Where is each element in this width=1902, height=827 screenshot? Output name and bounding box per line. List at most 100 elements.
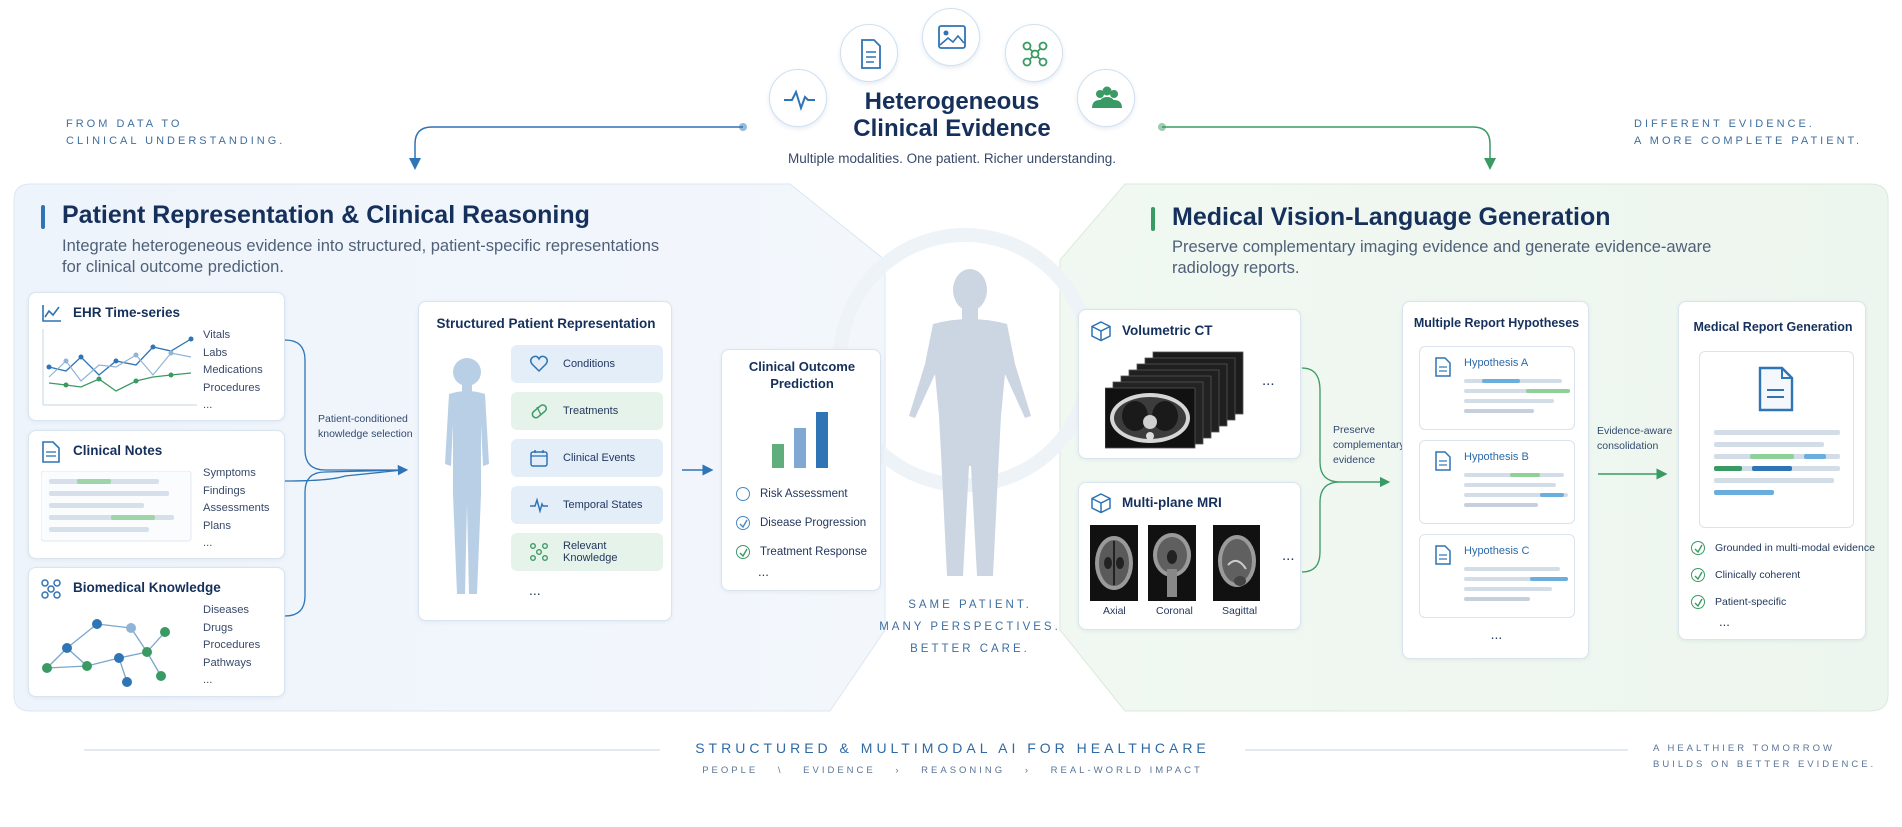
- center-line-3: BETTER CARE.: [910, 643, 1030, 655]
- risk-label: Risk Assessment: [760, 487, 848, 500]
- footer-separator: ›: [895, 765, 902, 776]
- ehr-title: EHR Time-series: [73, 305, 181, 320]
- footer-right-tagline: A HEALTHIER TOMORROW BUILDS ON BETTER EV…: [1653, 741, 1876, 773]
- cube-icon: [1091, 493, 1111, 514]
- title-line-2: Clinical Evidence: [853, 115, 1051, 142]
- network-icon: [1005, 24, 1063, 82]
- preserve-line-1: Preserve: [1333, 424, 1376, 436]
- report-document: [1699, 351, 1854, 528]
- notes-text-lines: [41, 471, 192, 542]
- clinical-notes-card: Clinical Notes Symptoms Findings Assessm…: [28, 430, 285, 559]
- notes-item: Findings: [203, 484, 246, 497]
- consolidation-line-1: Evidence-aware: [1597, 425, 1673, 437]
- coherent-label: Clinically coherent: [1715, 568, 1801, 581]
- center-line-1: SAME PATIENT.: [908, 599, 1032, 611]
- structured-representation-card: Structured Patient Representation Condit…: [418, 301, 672, 621]
- ehr-item: Vitals: [203, 329, 231, 341]
- ehr-item: Labs: [203, 346, 228, 359]
- structured-more: ...: [529, 582, 541, 598]
- biomedical-knowledge-title: Biomedical Knowledge: [73, 580, 221, 595]
- preserve-line-2: complementary: [1333, 439, 1405, 451]
- ct-slice-stack: [1105, 351, 1244, 449]
- right-tagline: DIFFERENT EVIDENCE. A MORE COMPLETE PATI…: [1634, 116, 1862, 150]
- selection-label-line-1: Patient-conditioned: [318, 413, 408, 425]
- consolidation-label: Evidence-aware consolidation: [1597, 424, 1672, 454]
- right-subtitle-line-2: radiology reports.: [1172, 259, 1300, 277]
- top-right-connector: [1162, 126, 1496, 170]
- mri-card: Multi-plane MRI Axial Coronal Sagittal .…: [1078, 482, 1301, 630]
- ehr-sparkline-chart: [42, 329, 197, 406]
- pill-icon: [531, 404, 548, 419]
- circle-icon: [736, 486, 750, 501]
- item-conditions: Conditions: [511, 345, 663, 383]
- relevant-knowledge-label: Relevant Knowledge: [563, 540, 618, 564]
- grounded-label: Grounded in multi-modal evidence: [1715, 541, 1875, 554]
- check-grounded: Grounded in multi-modal evidence: [1691, 534, 1875, 561]
- image-icon: [922, 8, 980, 66]
- note-icon: [42, 441, 60, 463]
- title-line-1: Heterogeneous: [864, 88, 1040, 115]
- left-subtitle-line-1: Integrate heterogeneous evidence into st…: [62, 237, 660, 255]
- left-panel-title: Patient Representation & Clinical Reason…: [62, 201, 590, 229]
- knowledge-item: Diseases: [203, 604, 250, 616]
- clinical-notes-title: Clinical Notes: [73, 443, 163, 458]
- selection-label-line-2: knowledge selection: [318, 428, 413, 440]
- knowledge-network-icon: [530, 543, 548, 561]
- outcome-title-line-1: Clinical Outcome: [748, 359, 856, 374]
- document-icon: [1435, 451, 1451, 471]
- mri-more: ...: [1282, 547, 1295, 564]
- right-panel-title: Medical Vision-Language Generation: [1172, 203, 1611, 231]
- ehr-card: EHR Time-series Vitals Labs Medications …: [28, 292, 285, 421]
- knowledge-items: Diseases Drugs Procedures Pathways ...: [203, 602, 260, 690]
- cube-icon: [1091, 321, 1111, 342]
- footer-step-evidence: EVIDENCE: [803, 765, 876, 776]
- conditions-label: Conditions: [563, 358, 615, 370]
- mri-view-coronal: Coronal: [1156, 605, 1193, 617]
- outcome-response: Treatment Response: [736, 537, 867, 566]
- footer-step-people: PEOPLE: [702, 765, 759, 776]
- item-temporal-states: Temporal States: [511, 486, 663, 524]
- footer-separator: \: [777, 765, 784, 776]
- document-icon: [1435, 545, 1451, 565]
- top-left-connector: [409, 126, 743, 170]
- consolidation-line-2: consolidation: [1597, 440, 1659, 452]
- center-human-figure: [909, 269, 1031, 576]
- right-tagline-line-1: DIFFERENT EVIDENCE.: [1634, 118, 1815, 130]
- right-subtitle-line-1: Preserve complementary imaging evidence …: [1172, 238, 1712, 256]
- ehr-item: Medications: [203, 364, 263, 376]
- biomedical-knowledge-card: Biomedical Knowledge Diseases Drugs Proc…: [28, 567, 285, 697]
- ct-title: Volumetric CT: [1122, 323, 1213, 338]
- hypothesis-b-label: Hypothesis B: [1464, 451, 1529, 463]
- treatments-label: Treatments: [563, 405, 619, 417]
- selection-label: Patient-conditioned knowledge selection: [318, 412, 413, 442]
- response-label: Treatment Response: [760, 545, 867, 558]
- knowledge-item: Pathways: [203, 656, 252, 669]
- left-tagline-line-2: CLINICAL UNDERSTANDING.: [66, 135, 286, 147]
- outcome-list: Risk Assessment Disease Progression Trea…: [736, 479, 867, 566]
- report-card: Medical Report Generation Grounded in mu…: [1678, 301, 1875, 640]
- notes-item: Symptoms: [203, 467, 256, 479]
- line-chart-icon: [42, 305, 61, 322]
- right-title-accent: [1151, 207, 1155, 231]
- mri-view-axial: Axial: [1103, 605, 1126, 617]
- page-title: Heterogeneous Clinical Evidence: [830, 88, 1074, 142]
- outcome-progression: Disease Progression: [736, 508, 867, 537]
- clinical-events-label: Clinical Events: [563, 452, 636, 464]
- notes-item: ...: [203, 537, 213, 549]
- outcome-card: Clinical Outcome Prediction Risk Assessm…: [721, 349, 881, 591]
- knowledge-item: Drugs: [203, 621, 233, 634]
- outcome-more: ...: [758, 564, 769, 579]
- footer-title: STRUCTURED & MULTIMODAL AI FOR HEALTHCAR…: [695, 740, 1210, 756]
- ct-more: ...: [1262, 372, 1275, 389]
- right-tagline-line-2: A MORE COMPLETE PATIENT.: [1634, 135, 1863, 147]
- report-checks: Grounded in multi-modal evidence Clinica…: [1691, 534, 1875, 615]
- hypothesis-c: Hypothesis C: [1419, 534, 1575, 618]
- right-panel-subtitle: Preserve complementary imaging evidence …: [1172, 237, 1711, 279]
- progression-label: Disease Progression: [760, 516, 867, 529]
- center-tagline: SAME PATIENT. MANY PERSPECTIVES. BETTER …: [860, 594, 1080, 660]
- people-icon: [1077, 69, 1135, 127]
- footer-steps: PEOPLE \ EVIDENCE › REASONING › REAL-WOR…: [660, 765, 1245, 776]
- temporal-states-label: Temporal States: [563, 499, 643, 511]
- notes-item: Plans: [203, 519, 231, 532]
- mri-images: [1090, 525, 1260, 601]
